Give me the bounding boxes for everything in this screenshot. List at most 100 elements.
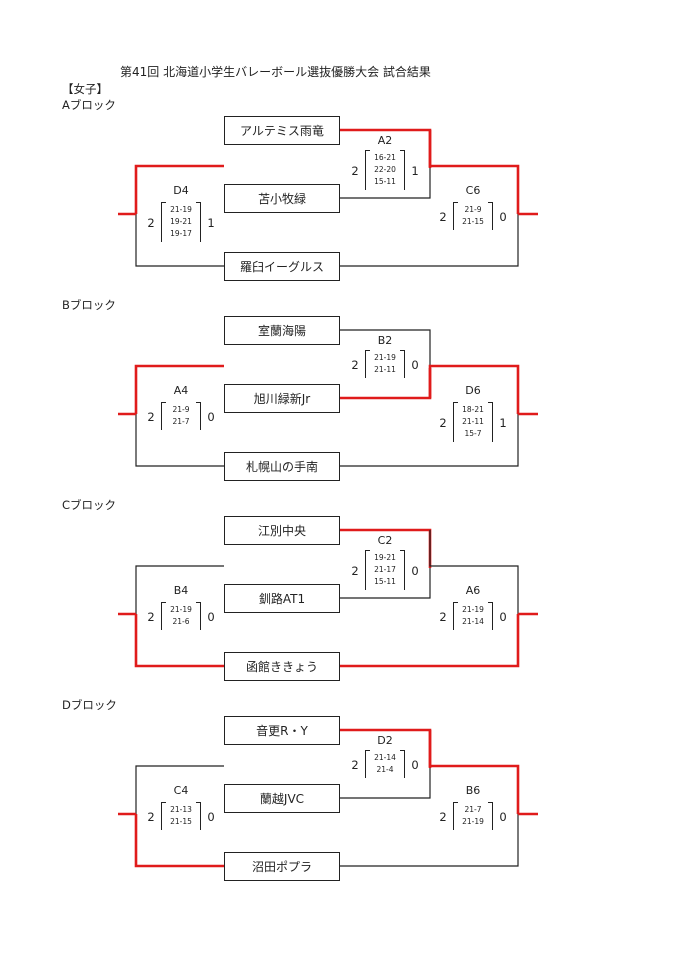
match-label: D6 <box>465 384 481 397</box>
right-score: 1 <box>207 216 215 230</box>
left-score: 2 <box>147 810 155 824</box>
match2-top-line <box>135 765 224 814</box>
score-bracket <box>365 750 405 778</box>
right-score: 0 <box>499 810 507 824</box>
left-score: 2 <box>351 564 359 578</box>
set-score: 21-19 <box>170 605 192 614</box>
left-score: 2 <box>439 610 447 624</box>
match-label: A6 <box>465 584 481 597</box>
score-bracket <box>453 202 493 230</box>
set-score: 21-13 <box>170 805 192 814</box>
set-score: 21-19 <box>462 817 484 826</box>
set-score: 21-9 <box>172 405 190 414</box>
match-label: B6 <box>465 784 481 797</box>
set-score: 21-15 <box>170 817 192 826</box>
match2-top-line <box>135 565 224 614</box>
set-score: 15-11 <box>374 177 396 186</box>
right-score: 1 <box>499 416 507 430</box>
team-box: 音更R・Y <box>224 716 340 745</box>
match-label: B4 <box>173 584 189 597</box>
score-bracket <box>365 350 405 378</box>
team-box: 函館ききょう <box>224 652 340 681</box>
score-bracket <box>453 802 493 830</box>
team-box: 江別中央 <box>224 516 340 545</box>
set-score: 21-7 <box>464 805 482 814</box>
set-score: 21-14 <box>374 753 396 762</box>
right-score: 0 <box>499 610 507 624</box>
set-score: 21-19 <box>374 353 396 362</box>
right-score: 1 <box>411 164 419 178</box>
set-score: 15-11 <box>374 577 396 586</box>
match2-bottom-line <box>135 414 224 467</box>
team-box: 札幌山の手南 <box>224 452 340 481</box>
match1-bottom-line <box>340 768 431 799</box>
match1-top-line <box>340 329 431 368</box>
team-box: 室蘭海陽 <box>224 316 340 345</box>
set-score: 21-7 <box>172 417 190 426</box>
match3-top-line <box>428 130 520 214</box>
match3-bottom-line <box>340 214 519 267</box>
match2-top-line <box>134 364 224 414</box>
section-label: 【女子】 <box>62 82 108 96</box>
team-box: 苫小牧緑 <box>224 184 340 213</box>
match2-bottom-line <box>135 214 224 267</box>
score-bracket <box>365 550 405 590</box>
set-score: 21-15 <box>462 217 484 226</box>
right-score: 0 <box>411 358 419 372</box>
page-title: 第41回 北海道小学生バレーボール選抜優勝大会 試合結果 <box>120 65 431 79</box>
team-box: 釧路AT1 <box>224 584 340 613</box>
match-label: C6 <box>465 184 481 197</box>
match3-top-line <box>428 364 520 414</box>
right-score: 0 <box>207 610 215 624</box>
right-score: 0 <box>499 210 507 224</box>
match-label: A2 <box>377 134 393 147</box>
team-box: アルテミス雨竜 <box>224 116 340 145</box>
left-score: 2 <box>147 216 155 230</box>
match1-bottom-line <box>340 168 431 199</box>
match3-top-line <box>428 730 520 814</box>
match2-bottom-line <box>134 814 224 868</box>
set-score: 21-17 <box>374 565 396 574</box>
score-bracket <box>161 402 201 430</box>
score-bracket <box>453 402 493 442</box>
right-score: 0 <box>207 810 215 824</box>
block-label: Cブロック <box>62 498 117 512</box>
left-score: 2 <box>351 758 359 772</box>
left-score: 2 <box>147 410 155 424</box>
match3-bottom-line <box>340 414 519 467</box>
match-label: C2 <box>377 534 393 547</box>
match-label: D2 <box>377 734 393 747</box>
set-score: 15-7 <box>464 429 482 438</box>
score-bracket <box>453 602 493 630</box>
block-label: Aブロック <box>62 98 116 112</box>
match2-top-line <box>134 164 224 214</box>
set-score: 21-11 <box>374 365 396 374</box>
set-score: 19-21 <box>374 553 396 562</box>
left-score: 2 <box>439 416 447 430</box>
set-score: 18-21 <box>462 405 484 414</box>
right-score: 0 <box>411 564 419 578</box>
match-label: B2 <box>377 334 393 347</box>
team-box: 蘭越JVC <box>224 784 340 813</box>
set-score: 21-19 <box>170 205 192 214</box>
set-score: 22-20 <box>374 165 396 174</box>
left-score: 2 <box>351 358 359 372</box>
left-score: 2 <box>439 210 447 224</box>
match3-bottom-line <box>340 614 520 668</box>
score-bracket <box>161 802 201 830</box>
match2-bottom-line <box>134 614 224 668</box>
match3-bottom-line <box>340 814 519 867</box>
score-bracket <box>161 602 201 630</box>
set-score: 21-4 <box>376 765 394 774</box>
match1-bottom-line <box>340 568 431 599</box>
right-score: 0 <box>411 758 419 772</box>
team-box: 旭川緑新Jr <box>224 384 340 413</box>
set-score: 19-17 <box>170 229 192 238</box>
left-score: 2 <box>351 164 359 178</box>
block-label: Dブロック <box>62 698 117 712</box>
